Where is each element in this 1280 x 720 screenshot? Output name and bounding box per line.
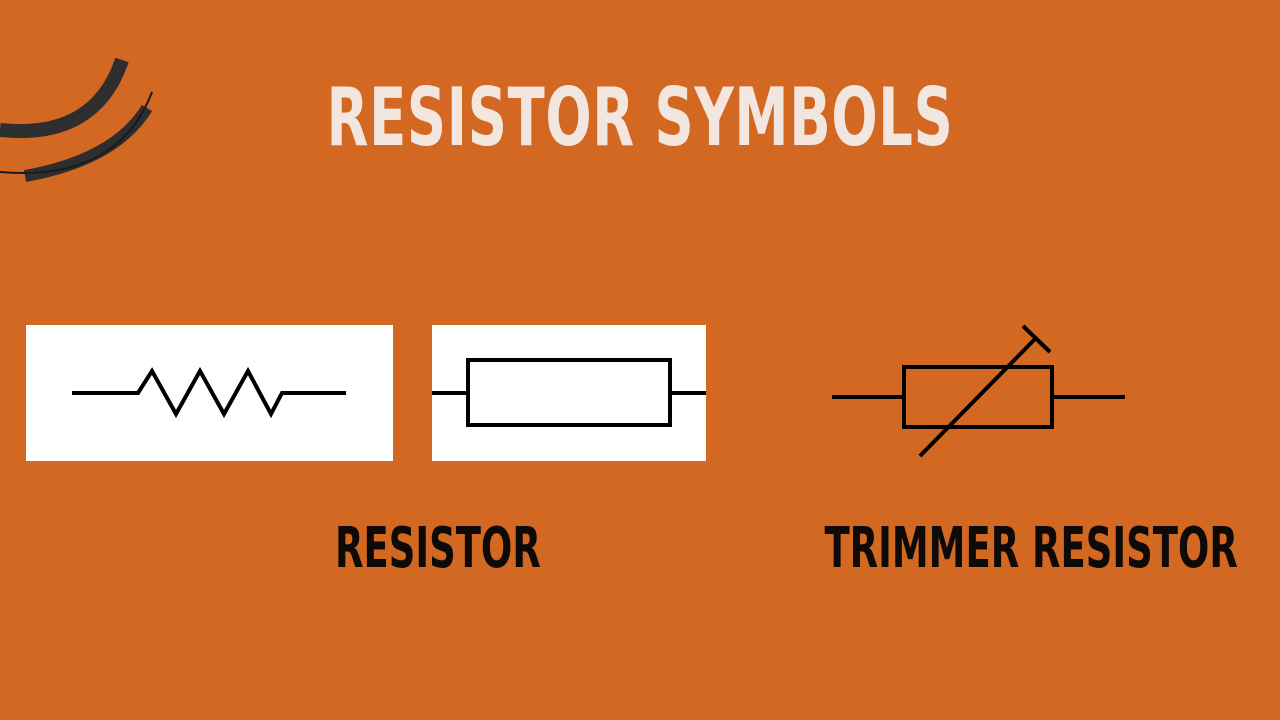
decorative-arc-outer — [0, 57, 129, 139]
decorative-arc-thin — [0, 91, 153, 174]
adjust-t-bar — [1021, 324, 1052, 354]
decorative-arcs — [0, 57, 153, 182]
resistor-body — [466, 358, 672, 427]
trimmer-resistor-symbol — [832, 324, 1125, 458]
resistor-rectangle-symbol — [432, 358, 706, 427]
resistor-zigzag-symbol — [72, 366, 346, 419]
trimmer-resistor-caption: TRIMMER RESISTOR — [718, 517, 1238, 581]
slide-title: RESISTOR SYMBOLS — [0, 70, 1280, 166]
zigzag-line — [72, 366, 346, 419]
resistor-caption-text: RESISTOR — [335, 516, 541, 581]
resistor-zigzag-panel — [26, 325, 393, 461]
trimmer-caption-text: TRIMMER RESISTOR — [824, 516, 1238, 581]
resistor-rectangle-panel — [432, 325, 706, 461]
resistor-caption: RESISTOR — [282, 517, 582, 581]
adjust-line — [918, 337, 1037, 458]
slide-title-text: RESISTOR SYMBOLS — [326, 71, 954, 164]
